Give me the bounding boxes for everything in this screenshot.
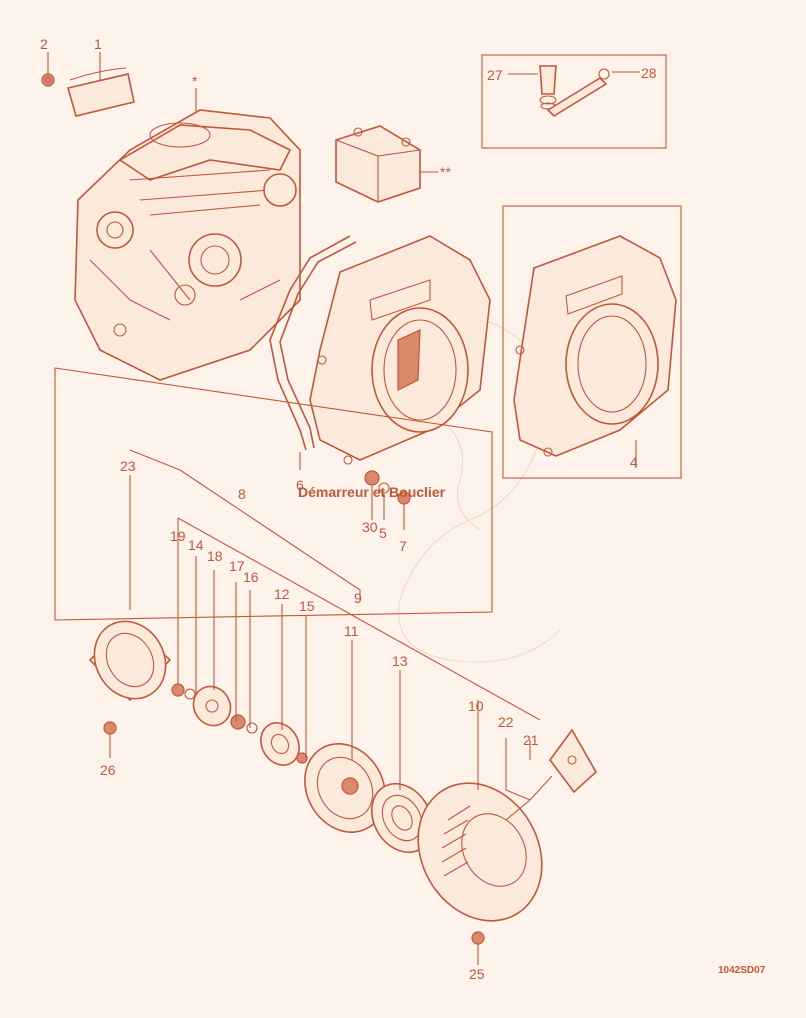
diagram-title: Démarreur et Bouclier [298,484,446,500]
shroud-4 [513,235,677,457]
washer-16 [246,722,258,734]
label-23: 23 [120,458,136,474]
label-2: 2 [40,36,48,52]
bracket-23-group [54,367,493,621]
label-27: 27 [487,67,503,83]
guide-12 [260,722,300,766]
label-18: 18 [207,548,223,564]
label-19: 19 [170,528,186,544]
label-star2: ** [440,164,451,180]
label-5: 5 [379,525,387,541]
label-7: 7 [399,538,407,554]
handle-21 [549,728,598,794]
grommet-30 [364,470,380,486]
fan-shroud [309,235,491,465]
label-11: 11 [344,623,359,639]
starter-cup [88,620,172,702]
label-25: 25 [469,966,485,982]
head-cover [335,125,421,203]
inset-box-27-28 [481,54,667,149]
spring-17 [230,714,246,730]
cover-plate [66,67,135,117]
label-14: 14 [188,537,204,553]
bolt-25 [471,931,485,958]
bolt-icon [41,73,55,87]
label-21: 21 [523,732,539,748]
bolt-26 [103,721,117,752]
diagram-code: 1042SD07 [718,965,766,976]
label-6: 6 [296,477,304,493]
ratchet-18 [192,685,232,727]
pulley-11 [304,743,386,833]
inset-box-4 [502,205,682,479]
label-15: 15 [299,598,315,614]
spring-15 [296,752,308,764]
label-10: 10 [468,698,484,714]
label-22: 22 [498,714,514,730]
label-8: 8 [238,486,246,502]
clip-19 [171,683,185,697]
engine-block [74,109,301,381]
label-star: * [192,73,198,89]
label-16: 16 [243,569,259,585]
label-12: 12 [274,586,290,602]
label-30: 30 [362,519,378,535]
label-26: 26 [100,762,116,778]
label-1: 1 [94,36,102,52]
label-13: 13 [392,653,408,669]
watermark [398,316,561,663]
label-17: 17 [229,558,245,574]
label-4: 4 [630,454,638,470]
rod-and-spring [539,65,610,118]
label-28: 28 [641,65,657,81]
washer-5 [378,482,390,494]
label-9: 9 [354,590,362,606]
gasket-6 [269,235,357,451]
washer-14 [184,688,196,700]
starter-case-10 [417,782,543,922]
